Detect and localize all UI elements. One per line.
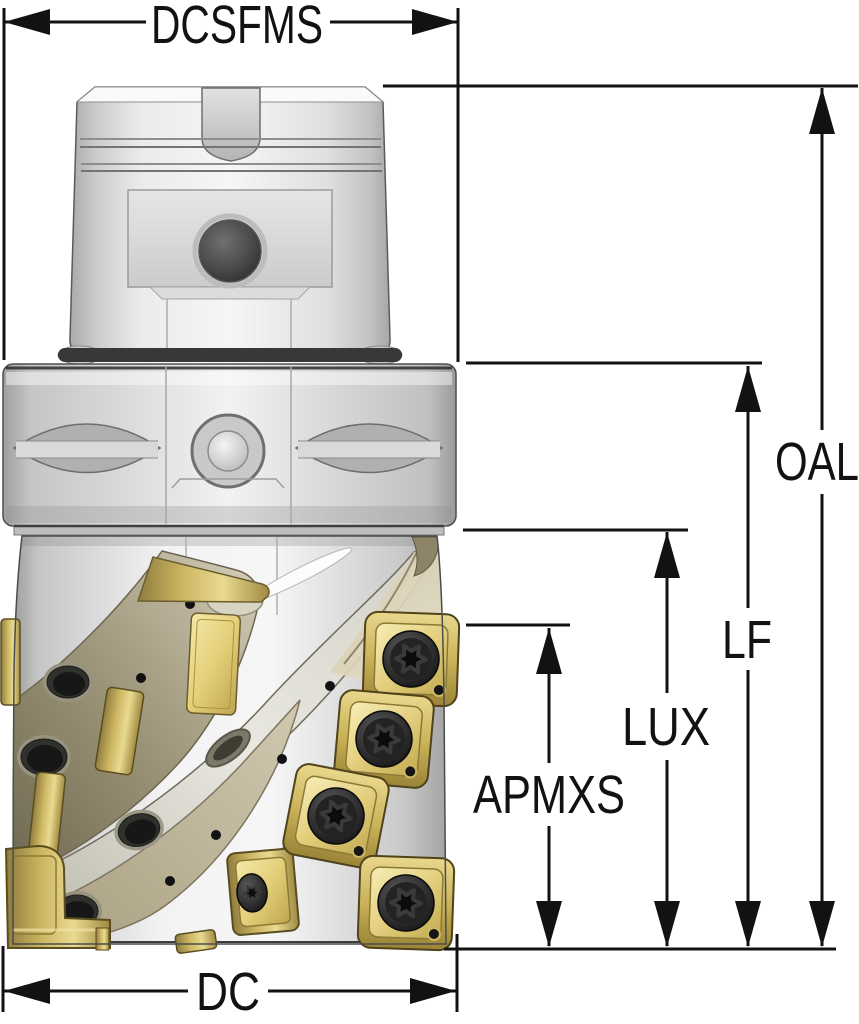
- arrowhead-right-icon: [410, 978, 456, 1004]
- flute-hole: [43, 662, 93, 702]
- land-oval-slot: [205, 728, 251, 768]
- dim-label-apmxs: APMXS: [473, 765, 625, 825]
- screw-dot: [211, 830, 221, 840]
- flange-bottom-shadow: [6, 506, 452, 523]
- torx-socket: [242, 884, 262, 902]
- arrowhead-left-icon: [4, 9, 50, 35]
- body-top-shadow: [13, 536, 446, 546]
- insert-inner-line: [11, 855, 57, 935]
- tool-flange: [2, 363, 457, 536]
- insert-bar: [0, 618, 21, 706]
- shank-hole: [198, 219, 262, 283]
- screw-dot: [136, 673, 146, 683]
- arrowhead-down-icon: [809, 901, 835, 947]
- dimension-lf: LF: [466, 361, 772, 947]
- face-insert: [357, 855, 454, 950]
- shank-undercut-band: [58, 348, 402, 362]
- shank-hole-ring: [192, 213, 268, 289]
- arrowhead-up-icon: [654, 532, 680, 578]
- flange-slot-left: [12, 423, 162, 474]
- insert-front-upper: [185, 612, 242, 716]
- arrowhead-down-icon: [735, 901, 761, 947]
- insert-wedge: [95, 927, 110, 951]
- screw-dot: [277, 754, 287, 764]
- dim-label-dc: DC: [196, 962, 260, 1022]
- arrowhead-right-icon: [412, 9, 458, 35]
- shank-groove-lines: [80, 138, 382, 172]
- insert-strip-top: [136, 556, 270, 603]
- flange-slot-right: [294, 423, 444, 474]
- dimension-dcsfms: DCSFMS: [2, 0, 460, 362]
- arrowhead-left-icon: [4, 978, 50, 1004]
- arrowhead-up-icon: [809, 88, 835, 134]
- hole-core: [53, 672, 85, 696]
- insert-bottom-center: [226, 847, 300, 936]
- face-insert: [279, 759, 393, 873]
- screw-dot: [325, 681, 335, 691]
- insert-face: [185, 612, 242, 716]
- dim-label-dcsfms: DCSFMS: [151, 0, 323, 55]
- slot-inner: [213, 735, 243, 761]
- arrowhead-up-icon: [735, 366, 761, 412]
- dimension-dc: DC: [1, 934, 459, 1022]
- insert-l-shape: [4, 844, 111, 949]
- arrowhead-down-icon: [536, 901, 562, 947]
- flute-hole: [17, 735, 71, 779]
- shank-lower-step: [148, 286, 312, 300]
- dim-label-oal: OAL: [775, 432, 859, 492]
- insert-bar-group: [94, 686, 145, 776]
- slot-band: [16, 441, 158, 458]
- body-outline: [12, 535, 447, 945]
- dim-label-lux: LUX: [622, 697, 710, 757]
- flange-under-boss-line: [171, 478, 285, 489]
- tool-shank: [57, 86, 403, 365]
- flange-neck: [13, 525, 445, 536]
- dim-label-lf: LF: [722, 610, 772, 670]
- dimension-apmxs: APMXS: [466, 623, 625, 947]
- hole-core: [124, 819, 157, 844]
- shank-drive-key: [201, 87, 261, 162]
- shank-center-column-lines: [166, 299, 292, 353]
- screw-dot: [165, 876, 175, 886]
- cutter-body: [0, 535, 460, 954]
- milling-cutter-illustration: [0, 86, 460, 954]
- slot-band: [298, 441, 440, 458]
- arrowhead-up-icon: [536, 628, 562, 674]
- insert-face-inner: [192, 618, 235, 710]
- flange-center-pin: [207, 430, 249, 472]
- dimension-lux: LUX: [463, 528, 710, 947]
- hole-core: [27, 745, 63, 773]
- flange-top-highlight: [6, 372, 452, 385]
- flute-edge-right: [343, 544, 421, 665]
- insert-bar: [94, 686, 145, 776]
- arrowhead-down-icon: [654, 901, 680, 947]
- dimension-oal: OAL: [383, 84, 859, 947]
- flute-hole: [114, 809, 164, 851]
